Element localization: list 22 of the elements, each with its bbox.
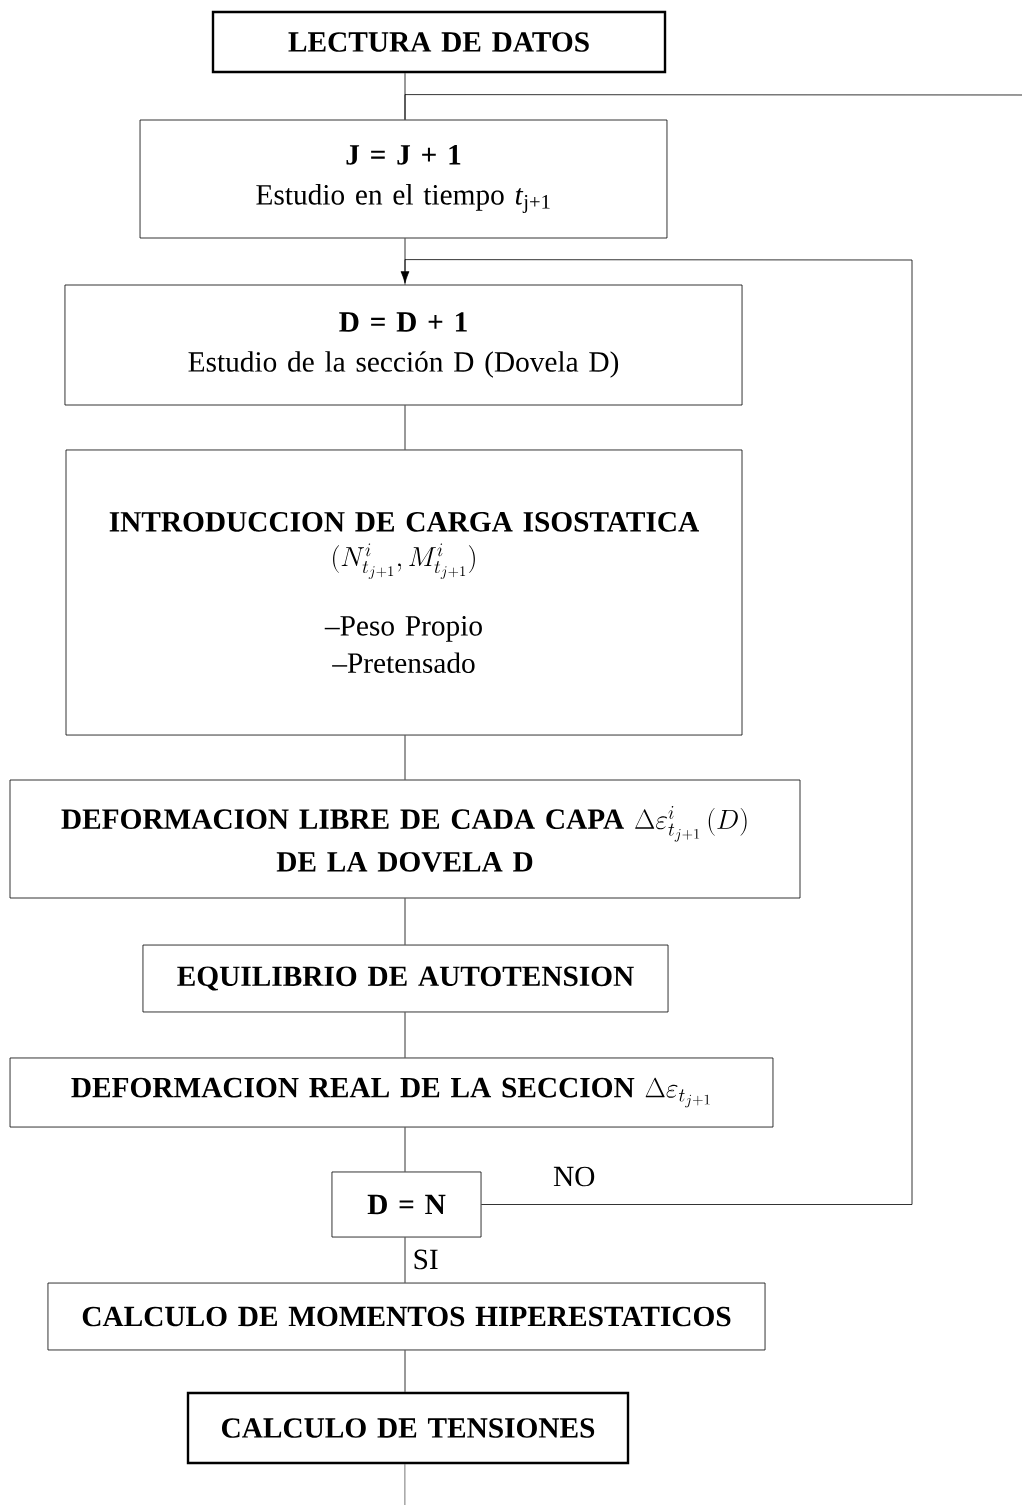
process-box: CALCULO DE MOMENTOS HIPERESTATICOS: [47, 1282, 766, 1351]
process-box: DEFORMACION REAL DE LA SECCION $\Delta\varepsilon_{t_{j+1}}$: [9, 1057, 774, 1128]
connector-line: [404, 1237, 406, 1284]
process-box: J = J + 1 Estudio en el tiempo t$_{j+1}$: [139, 119, 668, 239]
connector-line: [404, 1350, 406, 1393]
start-box: LECTURA DE DATOS: [211, 10, 667, 74]
connector-line: [404, 898, 406, 946]
connector-line: [404, 405, 406, 450]
process-box: INTRODUCCION DE CARGA ISOSTATICA $(N^{i}_{t_{j+1}}, M^{i}_{t_{j+1}})$ –Peso Propio –Pretensado: [65, 449, 743, 736]
process-box: DEFORMACION LIBRE DE CADA CAPA $\Delta\varepsilon^{i}_{t_{j+1}}\,(D)$ DE LA DOVELA D: [9, 779, 801, 899]
edge-label: NO: [553, 1166, 595, 1187]
connector-line: [404, 1127, 406, 1172]
connector-line: [404, 94, 1022, 120]
process-box: CALCULO DE TENSIONES: [186, 1391, 630, 1465]
arrow: [400, 259, 913, 1205]
process-box: D = D + 1 Estudio de la sección D (Dovela D): [64, 284, 743, 406]
connector-line: [404, 238, 406, 285]
edge-label: SI: [414, 1249, 438, 1270]
decision-box: D = N: [331, 1171, 482, 1238]
connector-line: [404, 1012, 406, 1058]
process-box: EQUILIBRIO DE AUTOTENSION: [142, 944, 669, 1013]
connector-line: [404, 735, 406, 780]
